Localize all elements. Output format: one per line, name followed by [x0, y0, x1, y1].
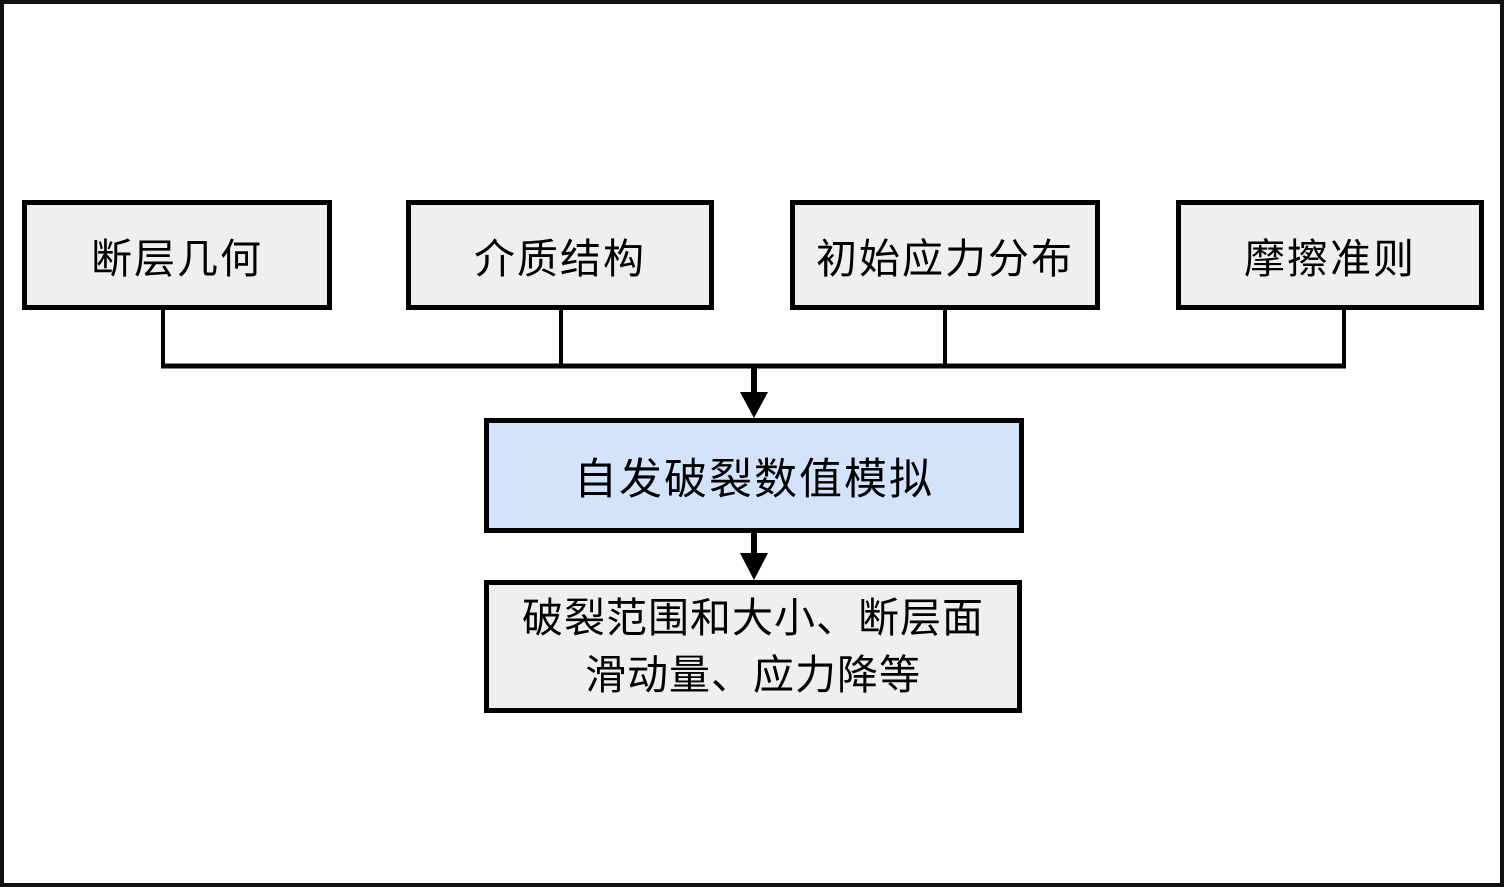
arrow-down-to-output-icon [740, 533, 768, 580]
output-box-line2: 滑动量、应力降等 [585, 651, 921, 698]
arrow-down-to-process-icon [740, 364, 768, 418]
process-box-spontaneous-rupture-simulation: 自发破裂数值模拟 [484, 418, 1024, 533]
input-box-initial-stress-distribution-label: 初始应力分布 [816, 236, 1074, 282]
flow-connectors [161, 308, 1346, 580]
input-box-fault-geometry-label: 断层几何 [91, 236, 263, 282]
input-box-medium-structure: 介质结构 [406, 200, 714, 310]
output-box-line1: 破裂范围和大小、断层面 [522, 594, 984, 641]
input-box-initial-stress-distribution: 初始应力分布 [790, 200, 1100, 310]
input-box-medium-structure-label: 介质结构 [474, 236, 646, 282]
process-box-label: 自发破裂数值模拟 [574, 456, 934, 504]
output-box-results: 破裂范围和大小、断层面 滑动量、应力降等 [484, 580, 1022, 713]
input-box-fault-geometry: 断层几何 [22, 200, 332, 310]
connector-stubs [161, 308, 1346, 366]
input-box-friction-criterion: 摩擦准则 [1176, 200, 1484, 310]
input-box-friction-criterion-label: 摩擦准则 [1244, 236, 1416, 282]
